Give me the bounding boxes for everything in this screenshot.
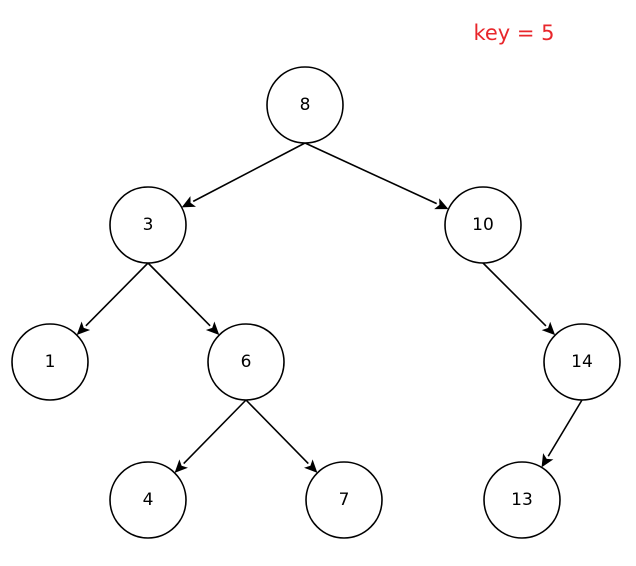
arrowhead-n1	[76, 321, 91, 335]
edge-n3-to-n1	[85, 262, 149, 327]
node-circle	[483, 461, 561, 539]
node-label: 3	[143, 215, 154, 235]
tree-node-6: 6	[207, 323, 285, 401]
tree-node-7: 7	[305, 461, 383, 539]
node-label: 7	[339, 490, 350, 510]
edge-n6-to-n7	[245, 399, 309, 465]
tree-node-1: 1	[11, 323, 89, 401]
tree-node-4: 4	[109, 461, 187, 539]
arrowhead-n13	[541, 453, 554, 468]
edge-n8-to-n10	[304, 142, 438, 205]
tree-node-8: 8	[266, 66, 344, 144]
arrowhead-n7	[304, 459, 318, 473]
node-circle	[543, 323, 621, 401]
arrowhead-n3	[181, 196, 196, 208]
tree-node-13: 13	[483, 461, 561, 539]
node-circle	[266, 66, 344, 144]
node-label: 1	[45, 352, 56, 372]
tree-node-3: 3	[109, 186, 187, 264]
arrowhead-n14	[541, 321, 556, 336]
node-circle	[207, 323, 285, 401]
arrowhead-n10	[434, 198, 449, 210]
node-circle	[11, 323, 89, 401]
node-circle	[109, 461, 187, 539]
node-label: 13	[511, 490, 533, 510]
tree-edges	[76, 142, 583, 473]
tree-node-10: 10	[444, 186, 522, 264]
edge-n10-to-n14	[482, 262, 547, 327]
node-label: 8	[300, 95, 311, 115]
edge-n8-to-n3	[192, 142, 306, 203]
node-circle	[109, 186, 187, 264]
node-circle	[305, 461, 383, 539]
edge-n6-to-n4	[183, 399, 247, 465]
node-label: 4	[143, 490, 154, 510]
tree-node-14: 14	[543, 323, 621, 401]
arrowhead-n6	[205, 321, 220, 335]
node-label: 14	[571, 352, 593, 372]
node-label: 6	[241, 352, 252, 372]
node-circle	[444, 186, 522, 264]
node-label: 10	[472, 215, 494, 235]
search-key-label: key = 5	[473, 21, 554, 45]
edge-n14-to-n13	[547, 399, 583, 457]
arrowhead-n4	[174, 459, 188, 473]
tree-nodes: 8 3 10 1 6 14 4 7 13	[11, 66, 621, 539]
edge-n3-to-n6	[147, 262, 211, 327]
